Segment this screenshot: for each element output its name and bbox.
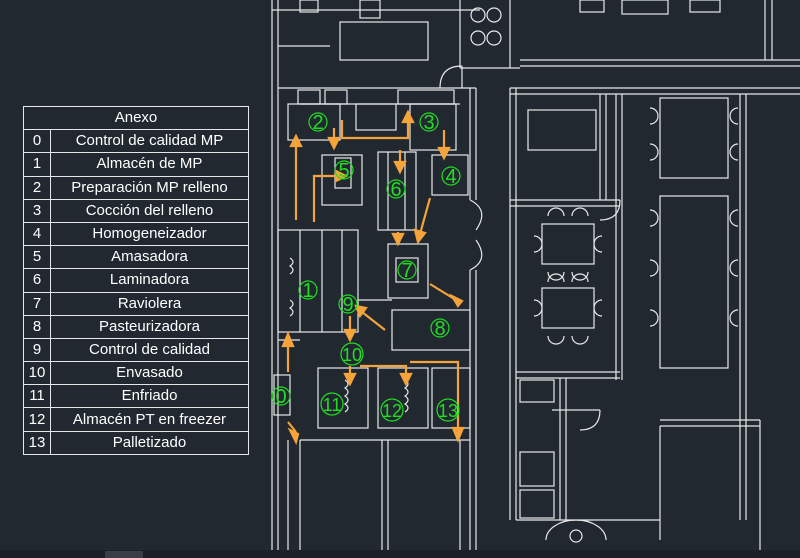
annex-row-number: 3 [23,198,51,223]
annex-row-number: 2 [23,175,51,200]
flow-arrows [281,109,465,446]
station-9-label: 9 [342,294,353,316]
annex-row-number: 8 [23,314,51,339]
status-bar [0,550,800,558]
station-7-label: 7 [401,260,412,282]
annex-row-label: Pasteurizadora [50,314,249,339]
annex-row-label: Almacén de MP [50,152,249,177]
station-0-label: 0 [275,386,286,408]
station-6-label: 6 [390,179,401,201]
station-4-label: 4 [445,166,456,188]
annex-row-number: 5 [23,245,51,270]
station-10-label: 10 [342,345,362,365]
station-11-label: 11 [323,395,342,415]
walls [271,0,800,558]
annex-row-label: Envasado [50,361,249,386]
annex-row-label: Amasadora [50,245,249,270]
annex-row-label: Control de calidad [50,337,249,363]
annex-row-label: Control de calidad MP [50,129,249,154]
station-1-label: 1 [302,280,313,302]
annex-row-number: 4 [23,221,51,247]
annex-row-number: 1 [23,152,51,177]
annex-row-number: 13 [23,430,51,455]
annex-row-number: 7 [23,291,51,316]
model-tab[interactable] [105,551,143,558]
annex-row-label: Almacén PT en freezer [50,407,249,432]
annex-row-number: 12 [23,407,51,432]
station-13-label: 13 [438,401,458,421]
annex-row-number: 6 [23,268,51,293]
annex-title: Anexo [23,105,249,131]
station-12-label: 12 [382,401,402,421]
annex-row-label: Enfriado [50,384,249,409]
station-8-label: 8 [434,318,445,340]
annex-row-number: 0 [23,129,51,154]
station-5-label: 5 [338,160,349,182]
annex-row-number: 11 [23,384,51,409]
annex-row-label: Palletizado [50,430,249,455]
annex-row-label: Cocción del relleno [50,198,249,223]
station-labels: 2 3 5 6 4 7 1 9 8 10 0 11 12 13 [271,112,461,422]
annex-row-label: Laminadora [50,268,249,293]
annex-row-label: Homogeneizador [50,221,249,247]
annex-row-label: Preparación MP relleno [50,175,249,200]
annex-row-number: 10 [23,361,51,386]
station-2-label: 2 [312,112,323,134]
station-3-label: 3 [423,112,434,134]
annex-row-number: 9 [23,337,51,363]
annex-row-label: Raviolera [50,291,249,316]
